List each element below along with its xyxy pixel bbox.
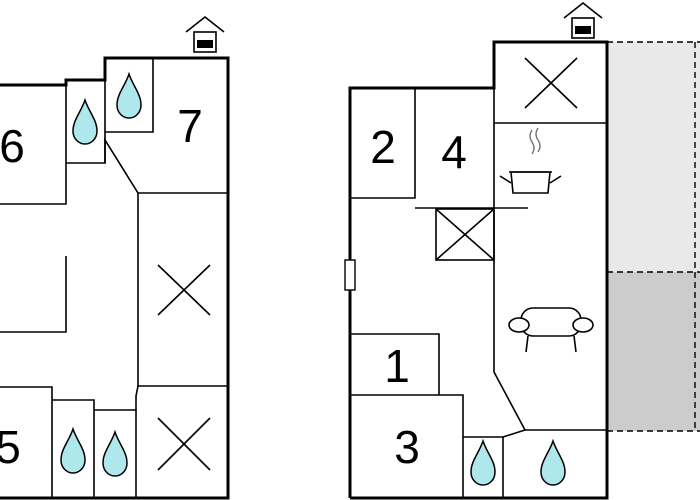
room-label-6: 6 <box>0 120 25 172</box>
left-unit: 6 7 5 <box>0 15 230 500</box>
room-6-walls <box>0 85 67 205</box>
bath-left-top-small-walls <box>105 58 154 133</box>
x-mark-icon <box>157 264 211 316</box>
right-unit-outer-wall <box>348 40 609 500</box>
bath-right-bottom-diag <box>502 429 526 438</box>
cooking-pot-icon <box>499 127 562 194</box>
water-drop-icon <box>72 99 98 145</box>
room-label-5: 5 <box>0 421 21 473</box>
water-drop-icon <box>470 440 496 486</box>
right-unit: 2 4 1 3 <box>344 1 700 500</box>
room-label-2: 2 <box>370 121 396 173</box>
left-inner-partition <box>0 256 67 333</box>
room-5-walls <box>0 386 53 498</box>
water-drop-icon <box>60 428 86 474</box>
living-room-walls <box>493 208 607 431</box>
chimney-icon <box>185 15 225 53</box>
x-mark-icon <box>524 57 578 109</box>
room-2-walls <box>350 88 416 199</box>
room-3-walls <box>350 394 464 498</box>
terrace-light <box>607 42 700 272</box>
sofa-icon <box>508 307 594 353</box>
water-drop-icon <box>116 73 142 119</box>
shaft-x-line <box>435 208 495 261</box>
right-top-x-room-walls <box>493 88 607 124</box>
water-drop-icon <box>540 440 566 486</box>
water-drop-icon <box>102 431 128 477</box>
room-label-1: 1 <box>384 340 410 392</box>
room-1-walls <box>350 333 440 395</box>
left-bottom-diagonal <box>135 385 139 410</box>
room-label-4: 4 <box>441 126 467 178</box>
room-7-walls <box>104 137 228 194</box>
terrace-dark <box>607 272 700 431</box>
room-label-7: 7 <box>177 100 203 152</box>
left-unit-outer-wall <box>0 56 230 500</box>
x-mark-icon <box>157 417 211 471</box>
door-icon <box>344 259 356 291</box>
bath-left-bottom-1-walls <box>52 399 95 498</box>
chimney-icon <box>563 1 603 39</box>
room-label-3: 3 <box>394 421 420 473</box>
